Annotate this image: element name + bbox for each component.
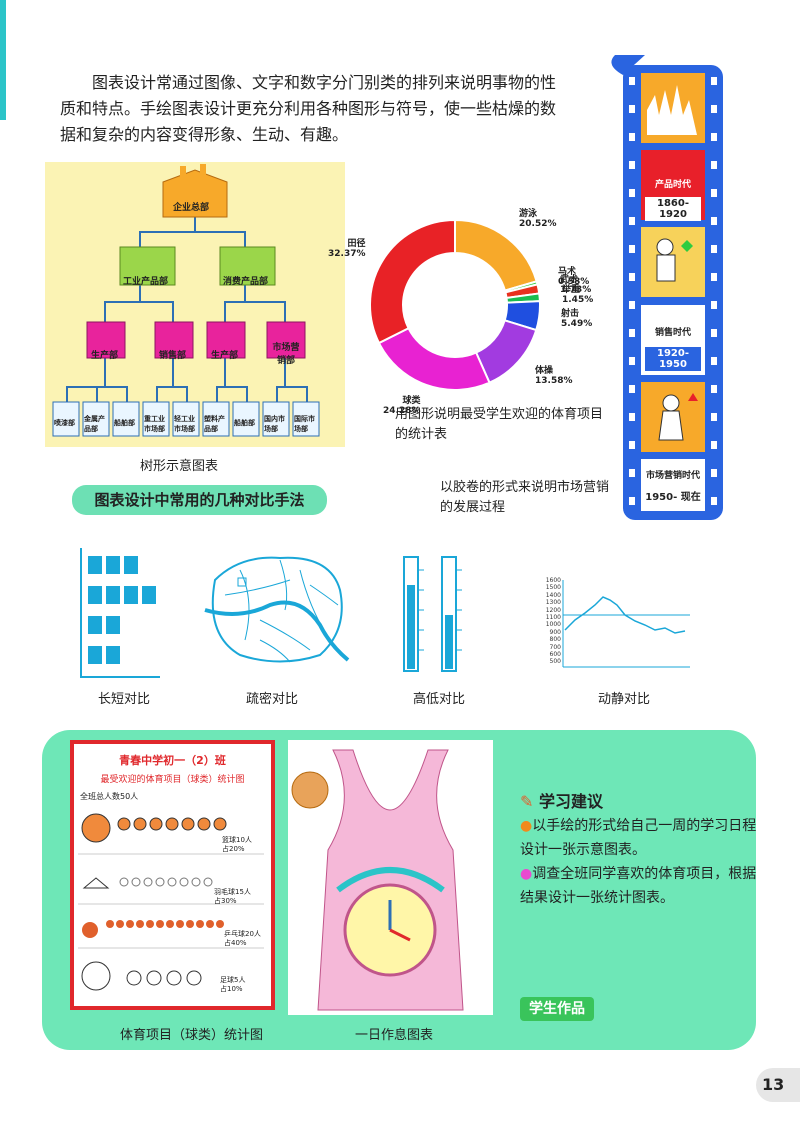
- tree-l4-label: 国际市场部: [294, 415, 315, 433]
- film-caption: 以胶卷的形式来说明市场营销的发展过程: [440, 480, 610, 515]
- poster-row-label: 足球5人占10%: [220, 976, 246, 993]
- film-strip: 产品时代 1860-1920 销售时代 1920-1950 市场营销时代 195…: [605, 55, 730, 525]
- pie-slice: [377, 326, 491, 391]
- advice-item: ●调查全班同学喜欢的体育项目，根据结果设计一张统计图表。: [520, 866, 757, 906]
- advice-title: ✎ 学习建议: [520, 792, 603, 811]
- tree-l2-label: 消费产品部: [223, 277, 269, 287]
- student-works-label: 学生作品: [520, 997, 594, 1021]
- tree-l3-label: 市场营销部: [272, 343, 300, 366]
- tree-diagram: 企业总部 工业产品部 消费产品部 生产部 销售部 生产部 市场营销部 喷漆部 金…: [45, 162, 345, 447]
- tree-l4-label: 重工业市场部: [144, 415, 165, 433]
- poster1-caption: 体育项目（球类）统计图: [120, 1028, 264, 1043]
- poster2-caption: 一日作息图表: [355, 1028, 434, 1043]
- tree-l3-label: 生产部: [211, 351, 239, 361]
- tree-l2-label: 工业产品部: [123, 277, 169, 287]
- film-frame-title: 销售时代: [654, 328, 691, 338]
- pie-caption: 用图形说明最受学生欢迎的体育项目的统计表: [395, 407, 604, 442]
- film-frame-years: 1860-1920: [645, 197, 701, 221]
- film-frame-title: 市场营销时代: [645, 471, 700, 481]
- film-frame-years: 1950- 现在: [645, 492, 701, 503]
- method-caption: 动静对比: [598, 692, 651, 707]
- tree-l4-label: 船舶部: [114, 419, 135, 427]
- tree-l4-label: 轻工业市场部: [174, 415, 195, 433]
- accent-bar: [0, 0, 6, 120]
- tree-caption: 树形示意图表: [140, 459, 219, 474]
- poster-row-label: 羽毛球15人占30%: [214, 888, 251, 905]
- film-frame-title: 产品时代: [654, 180, 691, 190]
- poster-row-label: 乒乓球20人占40%: [224, 930, 261, 947]
- tree-l3-label: 销售部: [159, 351, 187, 361]
- method-caption: 高低对比: [413, 692, 466, 707]
- tree-l4-label: 国内市场部: [264, 415, 285, 433]
- tree-l4-label: 船舶部: [234, 419, 255, 427]
- student-poster-daily-schedule: [288, 740, 493, 1015]
- tree-l3-label: 生产部: [91, 351, 119, 361]
- motion-ticks: 1600 1500 1400 1300 1200 1100 1000 900 8…: [545, 577, 561, 666]
- page-number: 13: [756, 1068, 800, 1102]
- tree-root-label: 企业总部: [173, 203, 210, 213]
- poster-title: 青春中学初一（2）班: [119, 754, 226, 767]
- tree-l4-label: 喷漆部: [54, 419, 75, 427]
- orange-dot-icon: ●: [520, 818, 533, 834]
- poster-subtitle: 最受欢迎的体育项目（球类）统计图: [100, 775, 245, 785]
- poster-total: 全班总人数50人: [80, 792, 139, 801]
- tree-l4-label: 金属产品部: [84, 415, 105, 433]
- motion-line-example: 1600 1500 1400 1300 1200 1100 1000 900 8…: [535, 575, 695, 675]
- method-caption: 疏密对比: [246, 692, 299, 707]
- height-thermometer-example: [398, 555, 468, 675]
- pie-slice: [369, 218, 456, 345]
- tree-l4-label: 塑料产品部: [204, 415, 225, 433]
- study-advice: ✎ 学习建议 ●以手绘的形式给自己一周的学习日程设计一张示意图表。 ●调查全班同…: [520, 790, 760, 910]
- pie-slice: [454, 218, 538, 292]
- pencil-icon: ✎: [520, 792, 534, 811]
- advice-item: ●以手绘的形式给自己一周的学习日程设计一张示意图表。: [520, 818, 757, 858]
- film-frame-years: 1920-1950: [645, 347, 701, 371]
- intro-paragraph: 图表设计常通过图像、文字和数字分门别类的排列来说明事物的性质和特点。手绘图表设计…: [60, 73, 557, 144]
- methods-heading: 图表设计中常用的几种对比手法: [72, 485, 327, 515]
- tree-diagram-svg: [52, 164, 320, 437]
- pie-chart-svg: [369, 218, 541, 391]
- bar-length-example: [80, 548, 160, 678]
- magenta-dot-icon: ●: [520, 866, 533, 882]
- film-strip-svg: [611, 55, 723, 520]
- method-caption: 长短对比: [98, 692, 151, 707]
- student-poster-ball-stats: 青春中学初一（2）班 最受欢迎的体育项目（球类）统计图 全班总人数50人 篮球1…: [70, 740, 275, 1010]
- density-map-example: [200, 550, 350, 670]
- poster-row-label: 篮球10人占20%: [222, 836, 252, 853]
